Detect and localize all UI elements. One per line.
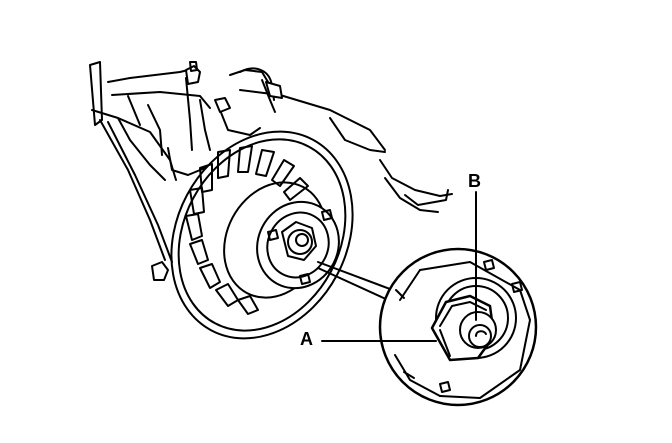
callout-b-label: B xyxy=(468,171,481,191)
detail-magnifier xyxy=(378,247,538,407)
dust-shield xyxy=(170,130,354,340)
callout-a-label: A xyxy=(300,329,313,349)
hub-assembly xyxy=(256,200,399,301)
suspension-body xyxy=(89,61,453,281)
